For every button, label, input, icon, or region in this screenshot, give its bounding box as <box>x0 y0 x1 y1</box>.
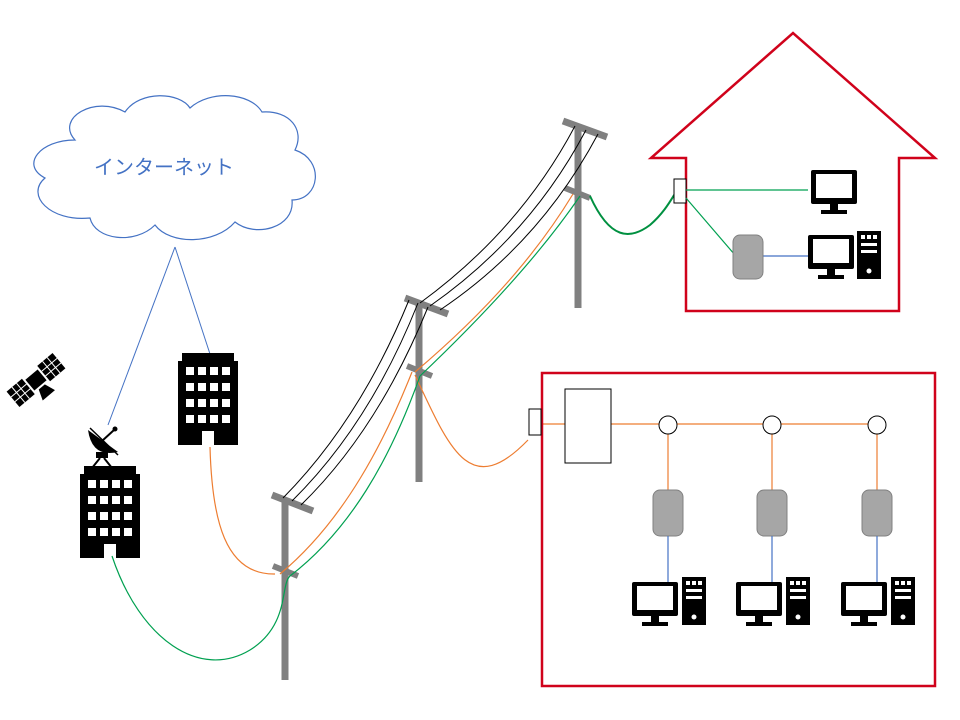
satellite-dish-icon <box>88 426 119 469</box>
distribution-box <box>564 388 612 464</box>
house <box>647 31 939 313</box>
utility-pole-3 <box>561 117 609 308</box>
room-modem <box>861 489 893 537</box>
office-building-icon <box>80 466 140 558</box>
office-network <box>528 371 937 688</box>
cloud-label: インターネット <box>94 155 234 179</box>
house-connector <box>673 178 687 204</box>
office-connector <box>528 408 542 436</box>
green-cable <box>111 195 581 661</box>
cloud-link-left <box>107 246 176 426</box>
desktop-computer-icon <box>808 231 881 279</box>
desktop-computer-icon <box>736 577 810 626</box>
splitter-node <box>658 415 678 435</box>
utility-pole-1 <box>270 491 315 680</box>
satellite-icon <box>6 353 66 407</box>
room-modem <box>652 489 684 537</box>
cloud-link-right <box>174 246 211 355</box>
monitor-icon <box>811 170 857 214</box>
orange-cable <box>209 193 878 575</box>
room-modem <box>756 489 788 537</box>
splitter-node <box>762 415 782 435</box>
overhead-power-wires <box>282 125 599 506</box>
house-drop-cable <box>589 191 677 235</box>
internet-cloud: インターネット <box>33 95 316 241</box>
utility-pole-2 <box>403 294 450 482</box>
desktop-computer-icon <box>632 577 706 626</box>
office-building-icon <box>178 353 238 445</box>
home-router <box>732 234 764 280</box>
splitter-node <box>867 415 887 435</box>
desktop-computer-icon <box>841 577 915 626</box>
